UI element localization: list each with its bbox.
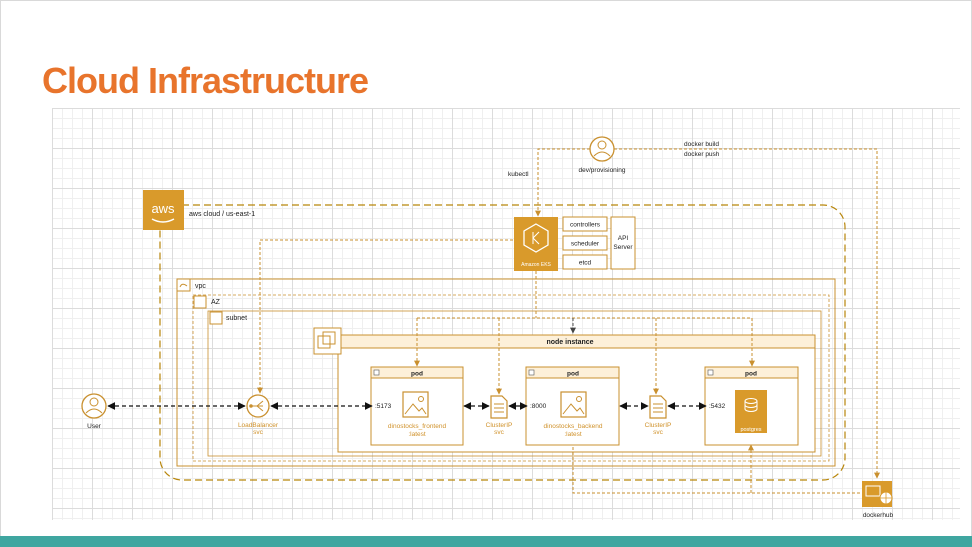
backend-port: :8000 xyxy=(530,403,547,410)
eks-icon xyxy=(514,217,558,271)
backend-image-tag: :latest xyxy=(564,431,582,438)
user-icon xyxy=(589,136,615,162)
clusterip-backend-label: ClusterIP xyxy=(645,422,672,429)
document-icon xyxy=(649,395,667,419)
az-label: AZ xyxy=(211,299,221,306)
postgres-label: postgres xyxy=(740,427,761,433)
vpc-label: vpc xyxy=(195,283,206,290)
scheduler-box xyxy=(562,235,608,251)
az-icon xyxy=(193,295,207,309)
image-icon xyxy=(402,391,429,418)
aws-logo-icon xyxy=(143,190,184,230)
aws-cloud-label: aws cloud / us-east-1 xyxy=(189,211,255,218)
api-server-label-1: API xyxy=(618,235,629,242)
node-instance-icon xyxy=(313,327,342,355)
clusterip-frontend-svc: svc xyxy=(494,429,505,436)
etcd-label: etcd xyxy=(579,260,592,267)
database-icon xyxy=(735,390,767,433)
frontend-port: :5173 xyxy=(375,403,392,410)
docker-build-label: docker build xyxy=(684,141,719,148)
subnet-icon xyxy=(209,311,223,325)
aws-cloud-group xyxy=(159,204,846,481)
db-port: :5432 xyxy=(709,403,726,410)
user-label: User xyxy=(87,423,102,430)
api-server-label-2: Server xyxy=(613,244,633,251)
load-balancer-label: LoadBalancer xyxy=(238,422,279,429)
node-instance-label: node instance xyxy=(546,339,593,346)
dockerhub-label: dockerhub xyxy=(863,512,894,519)
vpc-group xyxy=(176,278,836,467)
vpc-icon xyxy=(176,278,191,292)
clusterip-frontend-label: ClusterIP xyxy=(486,422,513,429)
frontend-image-name: dinostocks_frontend xyxy=(388,423,447,430)
load-balancer-icon xyxy=(246,394,270,418)
kubectl-label: kubectl xyxy=(508,171,529,178)
scheduler-label: scheduler xyxy=(571,241,600,248)
controllers-label: controllers xyxy=(570,222,601,229)
subnet-label: subnet xyxy=(226,315,247,322)
load-balancer-svc: svc xyxy=(253,429,264,436)
dockerhub-icon xyxy=(862,481,893,507)
docker-push-label: docker push xyxy=(684,151,720,158)
pod-title: pod xyxy=(745,371,757,378)
subnet-group xyxy=(207,310,822,457)
etcd-box xyxy=(562,254,608,270)
aws-smile-icon xyxy=(151,218,175,223)
api-server-box xyxy=(610,216,636,270)
clusterip-backend-svc: svc xyxy=(653,429,664,436)
frontend-image-tag: :latest xyxy=(408,431,426,438)
az-group xyxy=(192,294,830,462)
pod-title: pod xyxy=(567,371,579,378)
image-icon xyxy=(560,391,587,418)
user-icon xyxy=(81,393,107,419)
dev-provisioning-label: dev/provisioning xyxy=(579,167,626,174)
aws-logo-text: aws xyxy=(151,201,175,216)
pod-backend: pod xyxy=(525,366,620,446)
page-title: Cloud Infrastructure xyxy=(42,60,369,101)
pod-title: pod xyxy=(411,371,423,378)
eks-label: Amazon EKS xyxy=(521,262,551,268)
controllers-box xyxy=(562,216,608,232)
backend-image-name: dinostocks_backend xyxy=(544,423,603,430)
document-icon xyxy=(490,395,508,419)
connectors xyxy=(257,148,880,494)
footer-bar xyxy=(0,536,972,547)
